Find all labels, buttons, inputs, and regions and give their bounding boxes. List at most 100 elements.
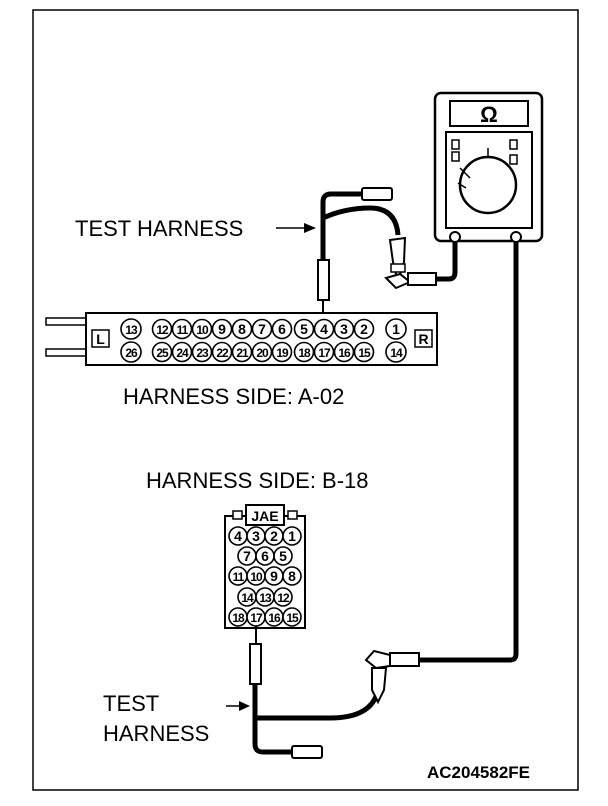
pin-label: 8 xyxy=(238,321,246,337)
pin-6: 6 xyxy=(255,546,275,566)
pin-circle xyxy=(231,318,253,340)
pin-circle xyxy=(273,587,293,607)
pin-circle xyxy=(353,318,375,340)
arrow-test-harness-bottom xyxy=(226,701,250,711)
figure-code: AC204582FE xyxy=(427,763,531,782)
pin-circle xyxy=(120,318,142,340)
pin-1: 1 xyxy=(282,526,302,546)
pin-label: 10 xyxy=(250,570,263,584)
pin-4: 4 xyxy=(228,526,248,546)
pin-19: 19 xyxy=(271,341,293,363)
harness-side-b18-label: HARNESS SIDE: B-18 xyxy=(146,468,369,493)
pin-label: 1 xyxy=(392,321,400,337)
pin-8: 8 xyxy=(231,318,253,340)
pin-6: 6 xyxy=(271,318,293,340)
pin-1: 1 xyxy=(385,318,407,340)
test-probe-bottom xyxy=(249,643,262,685)
test-probe-top xyxy=(317,259,330,301)
pin-label: 13 xyxy=(125,323,138,337)
pin-label: 6 xyxy=(261,548,269,564)
arrow-test-harness-top xyxy=(276,223,316,233)
pin-label: 15 xyxy=(358,346,371,360)
pin-circle xyxy=(191,341,213,363)
pin-circle xyxy=(313,318,335,340)
pin-9: 9 xyxy=(211,318,233,340)
pin-circle xyxy=(251,341,273,363)
pin-17: 17 xyxy=(246,607,266,627)
pin-circle xyxy=(273,546,293,566)
test-harness-label-top: TEST HARNESS xyxy=(75,216,244,241)
pin-label: 14 xyxy=(241,591,254,605)
right-marker xyxy=(414,329,433,348)
right-marker-label: R xyxy=(418,331,428,347)
pin-label: 13 xyxy=(259,591,272,605)
pin-circle xyxy=(282,526,302,546)
multimeter: Ω xyxy=(433,91,544,243)
pin-12: 12 xyxy=(273,587,293,607)
jae-label-box xyxy=(245,504,285,526)
pin-label: 19 xyxy=(276,346,289,360)
pin-15: 15 xyxy=(353,341,375,363)
test-harness-top xyxy=(317,187,401,320)
pin-circle xyxy=(151,341,173,363)
pin-label: 17 xyxy=(250,611,263,625)
meter-jack-left xyxy=(449,231,461,243)
pin-26: 26 xyxy=(120,341,142,363)
jae-label: JAE xyxy=(251,508,278,524)
pin-2: 2 xyxy=(264,526,284,546)
meter-jack-right xyxy=(510,231,522,243)
pin-circle xyxy=(251,318,273,340)
pin-label: 7 xyxy=(243,548,251,564)
pin-8: 8 xyxy=(282,566,302,586)
pin-label: 7 xyxy=(258,321,266,337)
pin-12: 12 xyxy=(151,318,173,340)
pin-18: 18 xyxy=(293,341,315,363)
pin-4: 4 xyxy=(313,318,335,340)
pin-11: 11 xyxy=(171,318,193,340)
pin-22: 22 xyxy=(211,341,233,363)
pin-label: 24 xyxy=(176,346,189,360)
pin-circle xyxy=(293,318,315,340)
pin-label: 11 xyxy=(177,323,189,337)
pin-label: 5 xyxy=(300,321,308,337)
pin-circle xyxy=(385,318,407,340)
pin-label: 10 xyxy=(196,323,209,337)
pin-14: 14 xyxy=(385,341,407,363)
pin-label: 18 xyxy=(232,611,245,625)
pin-21: 21 xyxy=(231,341,253,363)
pin-16: 16 xyxy=(333,341,355,363)
pin-circle xyxy=(231,341,253,363)
pin-label: 1 xyxy=(288,528,296,544)
ohm-symbol: Ω xyxy=(480,102,498,127)
pin-label: 21 xyxy=(236,346,249,360)
pin-16: 16 xyxy=(264,607,284,627)
pin-label: 17 xyxy=(318,346,331,360)
pin-label: 3 xyxy=(252,528,260,544)
pin-label: 2 xyxy=(270,528,278,544)
pin-label: 9 xyxy=(270,568,278,584)
pin-circle xyxy=(191,318,213,340)
pin-circle xyxy=(282,566,302,586)
pin-5: 5 xyxy=(293,318,315,340)
meter-lead-left xyxy=(407,242,458,286)
pin-label: 23 xyxy=(196,346,209,360)
pin-24: 24 xyxy=(171,341,193,363)
test-harness-label-bottom-line1: TEST xyxy=(103,691,160,716)
pin-label: 11 xyxy=(233,570,245,584)
pin-7: 7 xyxy=(251,318,273,340)
pin-17: 17 xyxy=(313,341,335,363)
pin-20: 20 xyxy=(251,341,273,363)
pin-circle xyxy=(211,318,233,340)
pin-10: 10 xyxy=(191,318,213,340)
pin-13: 13 xyxy=(255,587,275,607)
pin-label: 16 xyxy=(268,611,281,625)
pin-7: 7 xyxy=(237,546,257,566)
pin-circle xyxy=(313,341,335,363)
pin-label: 26 xyxy=(125,346,138,360)
pin-label: 12 xyxy=(156,323,169,337)
pin-circle xyxy=(171,318,193,340)
pin-circle xyxy=(271,318,293,340)
